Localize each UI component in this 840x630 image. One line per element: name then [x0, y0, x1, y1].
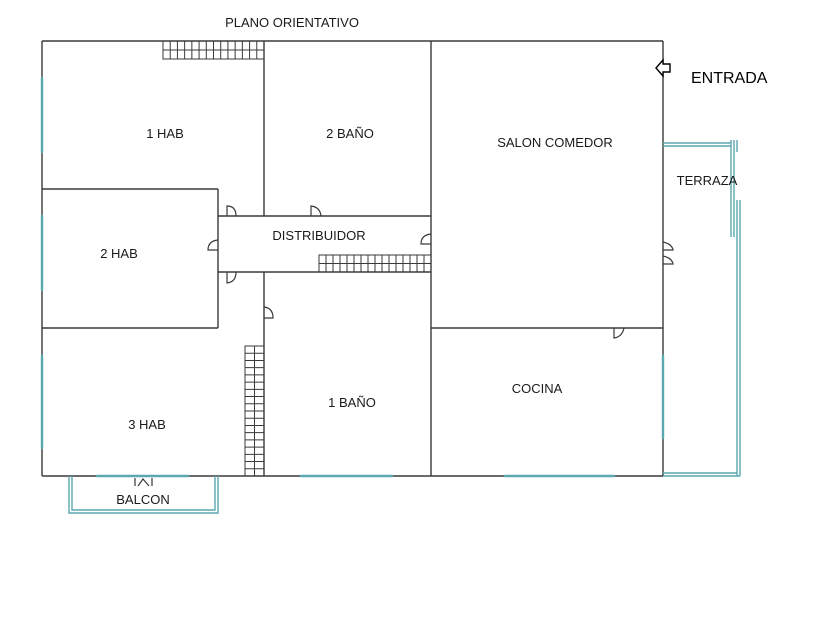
doors	[207, 205, 674, 339]
door-cocina	[613, 327, 625, 339]
room-label-cocina: COCINA	[512, 381, 563, 396]
stair-top	[162, 40, 265, 60]
balcony	[68, 476, 219, 514]
room-label-salon: SALON COMEDOR	[497, 135, 613, 150]
entrance-arrow-icon	[655, 58, 671, 78]
windows	[40, 76, 665, 478]
room-label-bano2: 2 BAÑO	[326, 126, 374, 141]
room-label-hab2: 2 HAB	[100, 246, 138, 261]
stair-distribuidor	[318, 254, 432, 273]
room-label-bano1: 1 BAÑO	[328, 395, 376, 410]
door-bano2	[310, 205, 322, 217]
room-label-balcon: BALCON	[116, 492, 169, 507]
plan-title: PLANO ORIENTATIVO	[225, 15, 359, 30]
door-bano1	[263, 306, 274, 319]
door-hab2	[207, 239, 219, 251]
room-label-hab1: 1 HAB	[146, 126, 184, 141]
terrace	[663, 140, 741, 477]
door-hab3	[226, 271, 237, 284]
door-terraza	[662, 241, 674, 265]
room-label-terraza: TERRAZA	[677, 173, 738, 188]
room-label-hab3: 3 HAB	[128, 417, 166, 432]
door-salon	[420, 233, 432, 245]
room-label-distribuidor: DISTRIBUIDOR	[272, 228, 365, 243]
entrance-label: ENTRADA	[691, 70, 768, 87]
door-hab1	[226, 205, 237, 217]
stair-vertical	[244, 345, 265, 477]
